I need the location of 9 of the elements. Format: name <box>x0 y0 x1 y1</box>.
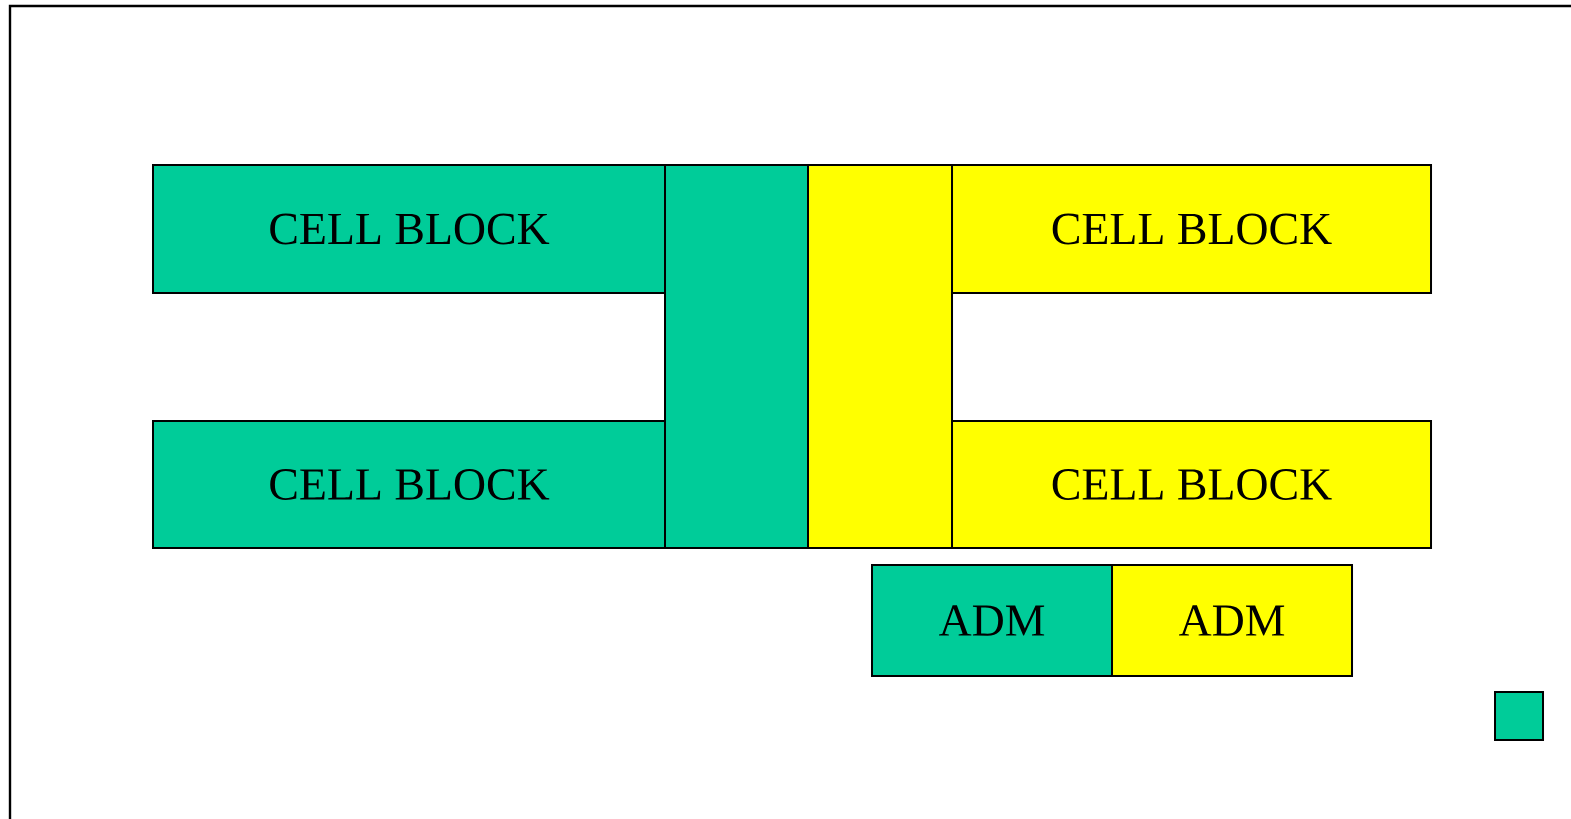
empty-block <box>807 164 953 549</box>
adm-block: ADM <box>871 564 1113 677</box>
cell-block: CELL BLOCK <box>152 164 666 294</box>
empty-block <box>664 164 809 549</box>
empty-block <box>1494 691 1544 741</box>
cell-block: CELL BLOCK <box>951 420 1432 549</box>
cell-block: CELL BLOCK <box>152 420 666 549</box>
adm-block: ADM <box>1111 564 1353 677</box>
cell-block: CELL BLOCK <box>951 164 1432 294</box>
